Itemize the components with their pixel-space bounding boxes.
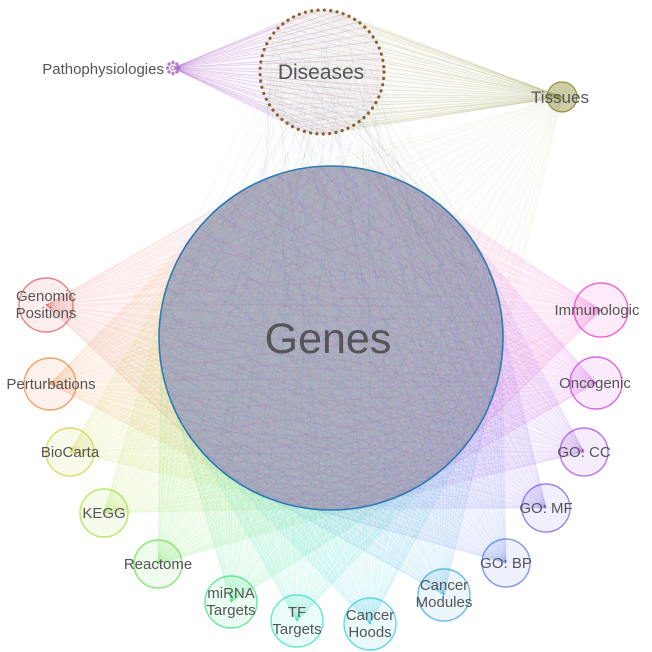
node-oncogenic[interactable] xyxy=(569,356,623,410)
label-tissues: Tissues xyxy=(531,88,589,107)
node-genes[interactable] xyxy=(158,165,504,511)
node-genomic-positions[interactable] xyxy=(18,277,74,333)
node-go-bp[interactable] xyxy=(481,538,531,588)
edge-go-mf-genes xyxy=(158,165,547,510)
svg-text:GO: CC: GO: CC xyxy=(557,444,611,461)
svg-text:BioCarta: BioCarta xyxy=(41,444,100,461)
edge-oncogenic-genes xyxy=(159,165,597,511)
svg-text:Targets: Targets xyxy=(206,602,255,619)
node-tf-targets[interactable] xyxy=(270,594,324,648)
svg-text:GO: BP: GO: BP xyxy=(480,555,532,572)
node-mirna-targets[interactable] xyxy=(204,575,258,629)
edge-mirna-targets-genes xyxy=(159,166,504,603)
genes-disk xyxy=(159,166,503,510)
node-immunologic[interactable] xyxy=(573,282,629,338)
node-diseases[interactable] xyxy=(258,8,386,136)
svg-text:Genes: Genes xyxy=(265,315,392,363)
label-kegg: KEGG xyxy=(82,505,125,522)
node-cancer-hoods[interactable] xyxy=(343,597,397,651)
svg-text:Cancer: Cancer xyxy=(420,577,468,594)
node-reactome[interactable] xyxy=(133,539,183,589)
edge-tissues-genes xyxy=(158,96,563,510)
edge-perturbations-genes xyxy=(49,165,503,511)
label-perturbations: Perturbations xyxy=(6,376,95,393)
svg-text:Hoods: Hoods xyxy=(348,624,391,641)
edge-go-cc-genes xyxy=(158,165,585,511)
svg-text:Genomic: Genomic xyxy=(16,288,77,305)
svg-text:Cancer: Cancer xyxy=(346,607,394,624)
edge-genomic-positions-genes xyxy=(45,165,503,511)
label-go-cc: GO: CC xyxy=(557,444,611,461)
label-immunologic: Immunologic xyxy=(554,302,640,319)
svg-text:Positions: Positions xyxy=(16,305,77,322)
svg-text:Oncogenic: Oncogenic xyxy=(559,375,631,392)
label-reactome: Reactome xyxy=(124,556,192,573)
edge-tf-targets-genes xyxy=(158,165,504,622)
node-go-cc[interactable] xyxy=(559,427,609,477)
edge-pathophysiologies-diseases xyxy=(172,9,385,135)
edge-immunologic-genes xyxy=(159,165,602,511)
label-pathophysiologies: Pathophysiologies xyxy=(42,61,164,78)
label-oncogenic: Oncogenic xyxy=(559,375,631,392)
svg-text:Diseases: Diseases xyxy=(278,61,364,84)
node-cancer-modules[interactable] xyxy=(417,568,471,622)
svg-text:Pathophysiologies: Pathophysiologies xyxy=(42,61,164,78)
svg-text:GO: MF: GO: MF xyxy=(519,500,572,517)
edge-diseases-genes xyxy=(158,13,504,511)
svg-text:Targets: Targets xyxy=(272,621,321,638)
svg-text:Perturbations: Perturbations xyxy=(6,376,95,393)
node-kegg[interactable] xyxy=(79,488,129,538)
edge-tissues-diseases xyxy=(260,9,563,135)
node-tissues[interactable] xyxy=(546,81,578,113)
label-go-mf: GO: MF xyxy=(519,500,572,517)
node-biocarta[interactable] xyxy=(45,427,95,477)
svg-text:Reactome: Reactome xyxy=(124,556,192,573)
label-biocarta: BioCarta xyxy=(41,444,100,461)
svg-text:Modules: Modules xyxy=(416,594,473,611)
label-go-bp: GO: BP xyxy=(480,555,532,572)
svg-text:KEGG: KEGG xyxy=(82,505,125,522)
label-genes: Genes xyxy=(265,315,392,363)
edge-reactome-genes xyxy=(157,165,504,565)
svg-text:TF: TF xyxy=(288,604,306,621)
label-diseases: Diseases xyxy=(278,61,364,84)
node-go-mf[interactable] xyxy=(521,483,571,533)
node-pathophysiologies[interactable] xyxy=(165,60,181,76)
svg-text:miRNA: miRNA xyxy=(207,585,255,602)
edge-go-bp-genes xyxy=(158,165,507,564)
node-perturbations[interactable] xyxy=(23,357,77,411)
svg-text:Immunologic: Immunologic xyxy=(554,302,640,319)
svg-text:Tissues: Tissues xyxy=(531,88,589,107)
edge-kegg-genes xyxy=(103,165,504,514)
